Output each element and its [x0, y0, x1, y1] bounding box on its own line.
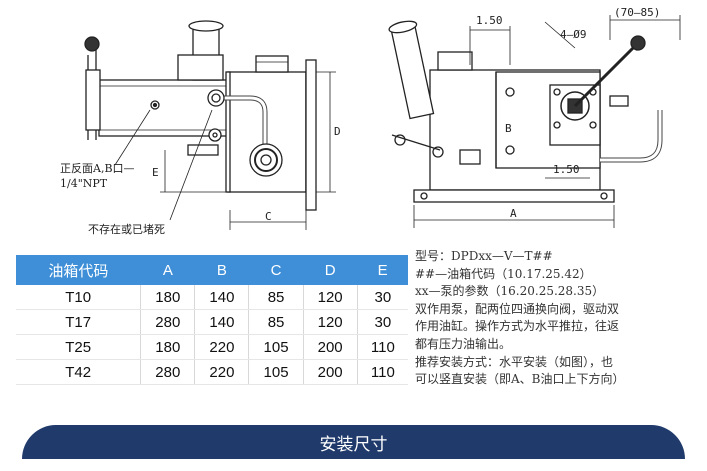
table-cell: 120	[303, 309, 358, 335]
dim-holes: 4—Ø9	[560, 28, 587, 41]
dim-d-label: D	[334, 125, 341, 138]
table-cell: 85	[248, 309, 304, 335]
table-cell: 85	[248, 285, 304, 310]
table-cell: 180	[140, 334, 196, 360]
table-cell: 220	[194, 359, 250, 385]
table-row: T17 280 140 85 120 30	[16, 309, 408, 335]
table-cell: 30	[357, 309, 408, 335]
desc-line: 都有压力油输出。	[415, 336, 512, 351]
header-cell: A	[140, 255, 195, 285]
callout-ports-line2: 1/4"NPT	[60, 177, 108, 190]
footer-band: 安装尺寸	[22, 425, 685, 459]
table-cell: 105	[248, 359, 304, 385]
table-cell: 280	[140, 359, 196, 385]
table-cell: T10	[16, 285, 142, 310]
dim-e-label: E	[152, 166, 159, 179]
header-cell: 油箱代码	[16, 255, 141, 285]
table-cell: T17	[16, 309, 142, 335]
table-row: T25 180 220 105 200 110	[16, 334, 408, 360]
table-cell: 140	[194, 285, 250, 310]
table-cell: T25	[16, 334, 142, 360]
dim-range: (70—85)	[614, 6, 660, 19]
table-cell: 180	[140, 285, 196, 310]
table-cell: 220	[194, 334, 250, 360]
desc-line: 作用油缸。操作方式为水平推拉，往返	[415, 319, 620, 334]
header-cell: E	[357, 255, 408, 285]
table-cell: 105	[248, 334, 304, 360]
desc-line: ##—油箱代码（10.17.25.42）	[415, 266, 592, 281]
dim-b-label: B	[505, 122, 512, 135]
footer-title: 安装尺寸	[319, 435, 388, 455]
left-view	[84, 20, 336, 230]
table-cell: 110	[357, 359, 408, 385]
desc-line: 双作用泵，配两位四通换向阀，驱动双	[415, 301, 620, 316]
dim-150-top: 1.50	[476, 14, 503, 27]
table-cell: 280	[140, 309, 196, 335]
technical-drawing: C D E 正反面A,B口— 1/4"NPT 不存在或已堵死 1.50 1.50…	[60, 6, 681, 236]
table-cell: 30	[357, 285, 408, 310]
table-cell: 140	[194, 309, 250, 335]
dim-150-bottom: 1.50	[553, 163, 580, 176]
dim-a-label: A	[510, 207, 517, 220]
header-cell: D	[303, 255, 358, 285]
callout-plugged: 不存在或已堵死	[88, 222, 165, 236]
table-cell: 200	[303, 359, 358, 385]
table-row: T42 280 220 105 200 110	[16, 359, 408, 385]
table-cell: 120	[303, 285, 358, 310]
header-cell: B	[194, 255, 249, 285]
spec-table: 油箱代码 A B C D E T10 180 140 85 120 30 T17…	[16, 255, 408, 385]
model-description: 型号：DPDxx—V—T## ##—油箱代码（10.17.25.42） xx—泵…	[415, 248, 703, 389]
table-row: T10 180 140 85 120 30	[16, 285, 408, 310]
table-header-row: 油箱代码 A B C D E	[16, 255, 408, 285]
header-cell: C	[248, 255, 304, 285]
table-cell: 110	[357, 334, 408, 360]
right-view	[388, 15, 681, 228]
desc-line: 型号：DPDxx—V—T##	[415, 249, 553, 263]
callout-ports-line1: 正反面A,B口—	[60, 162, 135, 175]
desc-line: 可以竖直安装（即A、B油口上下方向）	[415, 372, 625, 387]
dim-c-label: C	[265, 210, 272, 223]
desc-line: 推荐安装方式：水平安装（如图），也	[415, 354, 614, 369]
desc-line: xx—泵的参数（16.20.25.28.35）	[415, 284, 605, 299]
table-cell: T42	[16, 359, 142, 385]
table-cell: 200	[303, 334, 358, 360]
